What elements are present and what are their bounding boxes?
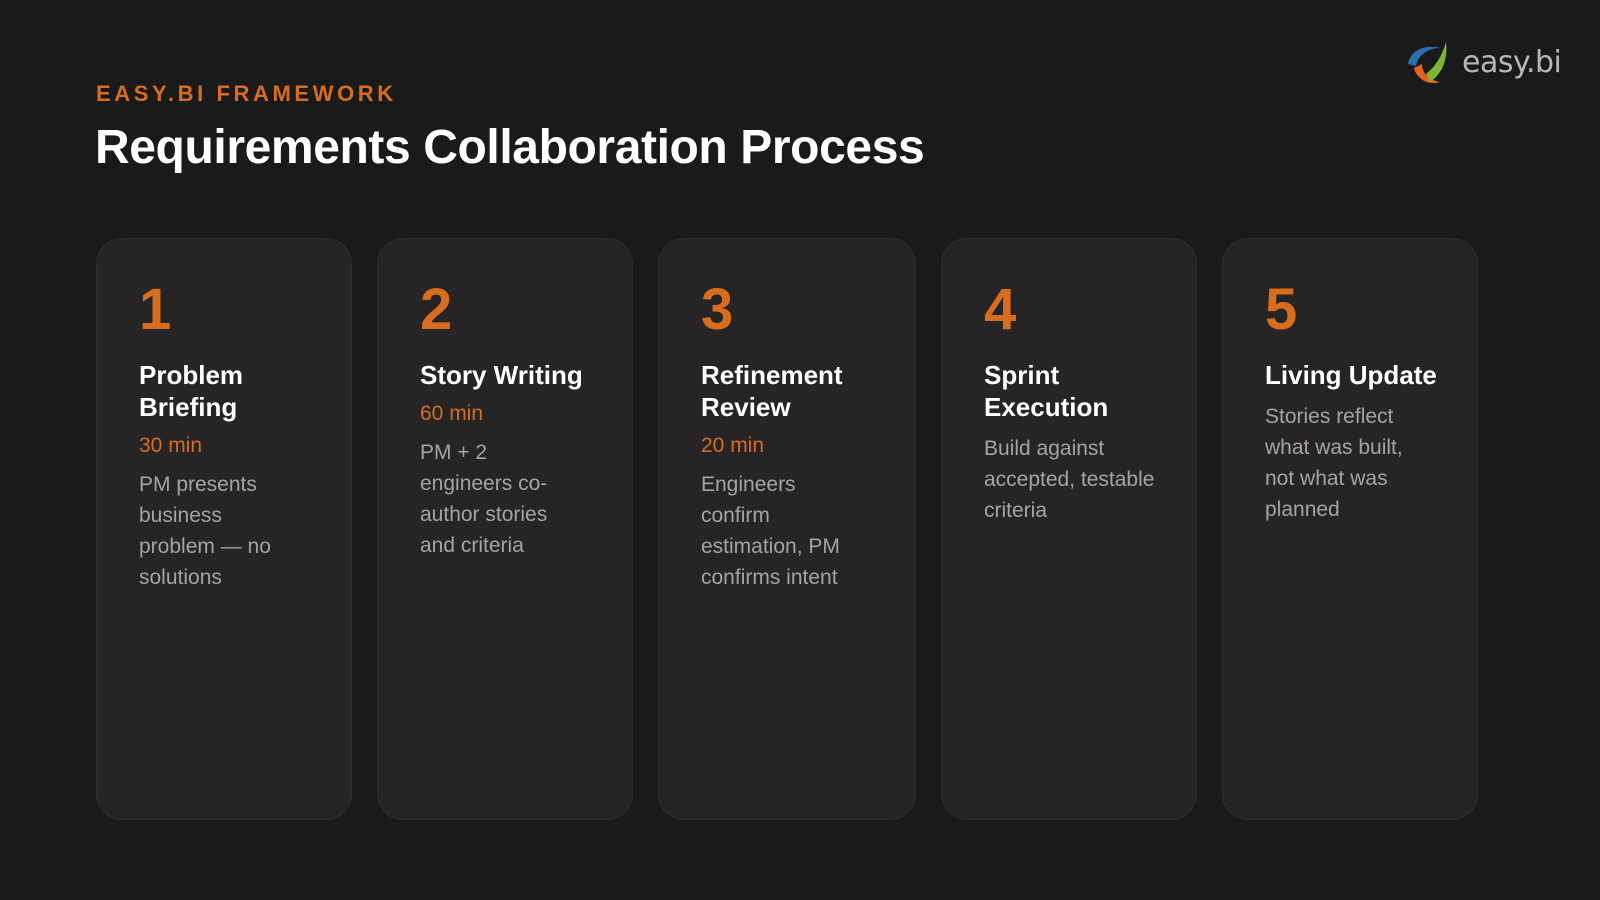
step-title: Problem Briefing (139, 360, 244, 422)
step-description: Engineers confirm estimation, PM confirm… (701, 473, 840, 589)
step-number: 1 (139, 277, 172, 342)
step-description: Stories reflect what was built, not what… (1265, 405, 1403, 521)
process-steps: 1 Problem Briefing 30 min PM presents bu… (96, 238, 1478, 820)
step-title: Refinement Review (701, 360, 843, 422)
brand-name: easy.bi (1462, 44, 1562, 80)
step-description: PM presents business problem — no soluti… (139, 473, 271, 589)
step-card-refinement-review: 3 Refinement Review 20 min Engineers con… (658, 238, 916, 820)
step-duration: 30 min (139, 434, 203, 457)
step-card-living-update: 5 Living Update Stories reflect what was… (1222, 238, 1478, 820)
step-number: 3 (701, 277, 734, 342)
step-number: 5 (1265, 277, 1298, 342)
step-description: Build against accepted, testable criteri… (984, 437, 1155, 522)
step-title: Living Update (1265, 360, 1437, 390)
step-number: 4 (984, 277, 1017, 342)
page-title: Requirements Collaboration Process (95, 121, 925, 174)
step-title: Story Writing (420, 360, 583, 390)
easybi-swirl-logo-icon (1408, 42, 1447, 84)
step-number: 2 (420, 277, 453, 342)
step-duration: 20 min (701, 434, 765, 457)
step-card-story-writing: 2 Story Writing 60 min PM + 2 engineers … (377, 238, 633, 820)
step-description: PM + 2 engineers co-author stories and c… (420, 441, 548, 557)
step-card-problem-briefing: 1 Problem Briefing 30 min PM presents bu… (96, 238, 352, 820)
section-eyebrow: EASY.BI FRAMEWORK (96, 81, 397, 106)
step-title: Sprint Execution (984, 360, 1109, 422)
easybi-logo: easy.bi (1400, 34, 1562, 90)
step-card-sprint-execution: 4 Sprint Execution Build against accepte… (941, 238, 1197, 820)
step-duration: 60 min (420, 402, 484, 425)
